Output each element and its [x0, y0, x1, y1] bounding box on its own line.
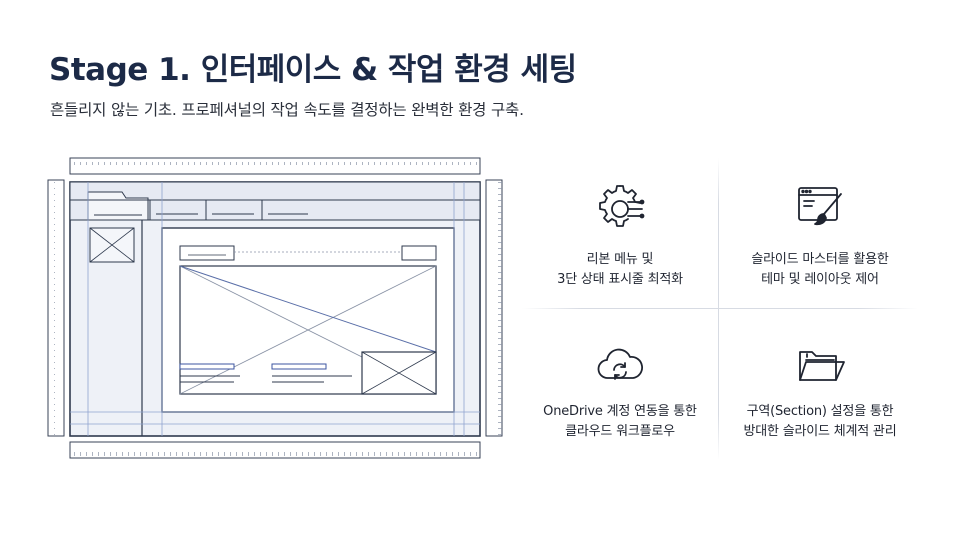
- feature-ribbon-line-1: 리본 메뉴 및: [586, 252, 654, 267]
- feature-ribbon: 리본 메뉴 및 3단 상태 표시줄 최적화: [522, 158, 718, 308]
- ruler-right: [485, 179, 503, 437]
- feature-grid: 리본 메뉴 및 3단 상태 표시줄 최적화 슬라이드 마스터를 활용한 테마 및…: [522, 158, 918, 460]
- folder-icon: [799, 351, 845, 381]
- gear-circuit-icon: [599, 185, 645, 227]
- feature-slide-master-line-1: 슬라이드 마스터를 활용한: [751, 252, 889, 267]
- feature-ribbon-line-2: 3단 상태 표시줄 최적화: [557, 272, 683, 287]
- feature-onedrive-line-1: OneDrive 계정 연동을 통한: [543, 404, 697, 419]
- feature-section-line-1: 구역(Section) 설정을 통한: [746, 404, 894, 419]
- ruler-left: [47, 179, 65, 437]
- feature-section-line-2: 방대한 슬라이드 체계적 관리: [743, 424, 897, 439]
- window-brush-icon: [798, 187, 842, 226]
- feature-onedrive: OneDrive 계정 연동을 통한 클라우드 워크플로우: [522, 310, 718, 460]
- wireframe-blueprint-icon: [47, 157, 503, 459]
- feature-section: 구역(Section) 설정을 통한 방대한 슬라이드 체계적 관리: [722, 310, 918, 460]
- page-subtitle: 흔들리지 않는 기초. 프로페셔널의 작업 속도를 결정하는 완벽한 환경 구축…: [50, 101, 524, 119]
- grid-divider-horizontal: [522, 308, 918, 309]
- page-title: Stage 1. 인터페이스 & 작업 환경 세팅: [49, 52, 577, 88]
- cloud-sync-icon: [597, 348, 643, 380]
- feature-slide-master-line-2: 테마 및 레이아웃 제어: [761, 272, 879, 287]
- feature-onedrive-line-2: 클라우드 워크플로우: [565, 424, 675, 439]
- grid-divider-vertical: [718, 158, 719, 460]
- ruler-bottom: [69, 441, 481, 459]
- feature-slide-master: 슬라이드 마스터를 활용한 테마 및 레이아웃 제어: [722, 158, 918, 308]
- ruler-top: [69, 157, 481, 175]
